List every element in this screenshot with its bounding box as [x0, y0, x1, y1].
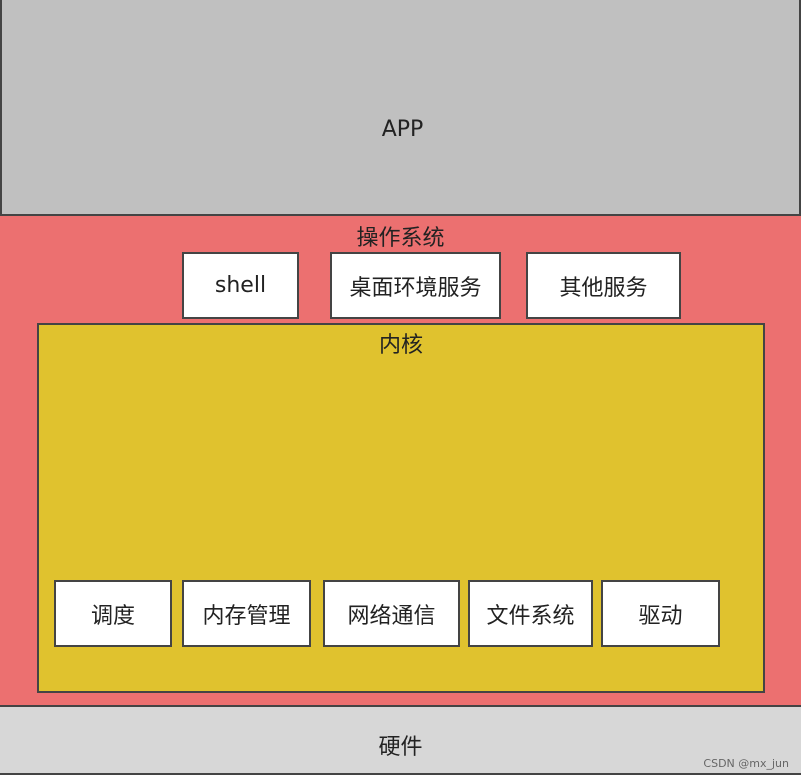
- kernel-module-driver: 驱动: [601, 580, 720, 647]
- kernel-layer: 内核 调度 内存管理 网络通信 文件系统 驱动: [37, 323, 765, 693]
- kernel-module-scheduling: 调度: [54, 580, 172, 647]
- app-layer: APP: [0, 0, 801, 216]
- os-service-desktop: 桌面环境服务: [330, 252, 501, 319]
- kernel-module-network: 网络通信: [323, 580, 460, 647]
- kernel-module-memory: 内存管理: [182, 580, 311, 647]
- os-service-other: 其他服务: [526, 252, 681, 319]
- kernel-layer-label: 内核: [378, 333, 423, 358]
- hardware-layer-label: 硬件: [378, 735, 423, 760]
- hardware-layer: 硬件: [0, 705, 801, 775]
- app-layer-label: APP: [381, 117, 424, 142]
- kernel-module-filesystem: 文件系统: [468, 580, 593, 647]
- os-layer-label: 操作系统: [356, 226, 445, 251]
- watermark: CSDN @mx_jun: [703, 757, 789, 770]
- os-service-shell: shell: [182, 252, 299, 319]
